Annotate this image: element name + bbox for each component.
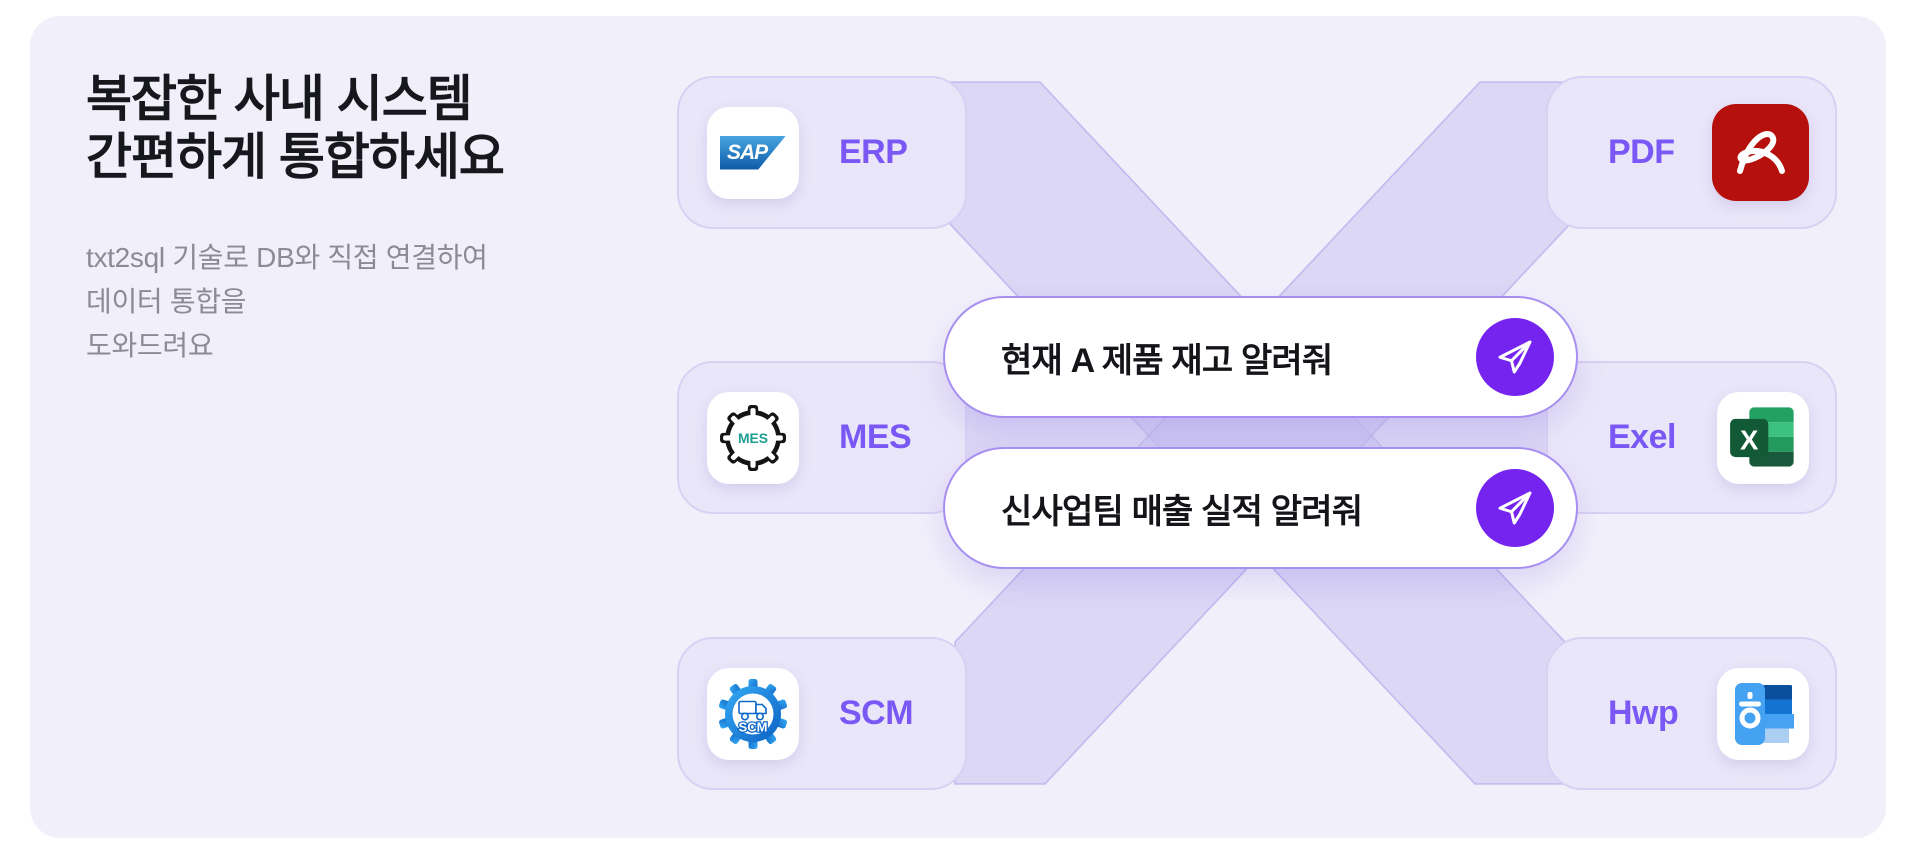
send-button-1[interactable] xyxy=(1476,318,1554,396)
send-button-2[interactable] xyxy=(1476,469,1554,547)
send-icon xyxy=(1498,340,1532,374)
mes-icon-text: MES xyxy=(738,430,768,446)
truck-glyph xyxy=(738,700,767,720)
output-card-hwp: Hwp xyxy=(1546,637,1837,790)
source-label-mes: MES xyxy=(839,418,912,456)
sap-logo-text: SAP xyxy=(727,140,768,164)
excel-x-text: X xyxy=(1740,424,1759,455)
subtitle-line-3: 도와드려요 xyxy=(86,330,214,361)
output-label-pdf: PDF xyxy=(1608,133,1675,171)
subtitle-line-1: txt2sql 기술로 DB와 직접 연결하여 xyxy=(86,242,488,273)
query-text-1: 현재 A 제품 재고 알려줘 xyxy=(1001,341,1333,380)
sap-logo-icon: SAP xyxy=(707,106,799,199)
output-card-exel: Exel X xyxy=(1546,361,1837,514)
query-text-2: 신사업팀 매출 실적 알려줘 xyxy=(1001,492,1363,531)
output-label-exel: Exel xyxy=(1608,418,1676,456)
subtitle: txt2sql 기술로 DB와 직접 연결하여 데이터 통합을 도와드려요 xyxy=(86,236,504,368)
output-label-hwp: Hwp xyxy=(1608,694,1679,732)
title-line-2: 간편하게 통합하세요 xyxy=(86,129,505,185)
hieut-glyph xyxy=(1739,691,1761,728)
adobe-acrobat-icon xyxy=(1712,104,1809,201)
source-label-scm: SCM xyxy=(839,694,914,732)
hwp-icon xyxy=(1717,667,1809,760)
excel-icon: X xyxy=(1717,391,1809,484)
scm-gear-truck-icon: SCM xyxy=(707,667,799,760)
hero-copy: 복잡한 사내 시스템 간편하게 통합하세요 txt2sql 기술로 DB와 직접… xyxy=(86,70,505,368)
subtitle-line-2: 데이터 통합을 xyxy=(86,286,247,317)
page-title: 복잡한 사내 시스템 간편하게 통합하세요 xyxy=(86,70,505,186)
source-card-mes: MES MES xyxy=(677,361,967,514)
query-pill-2[interactable]: 신사업팀 매출 실적 알려줘 xyxy=(943,447,1578,569)
mes-gear-icon: MES xyxy=(707,391,799,484)
source-card-erp: SAP ERP xyxy=(677,76,967,229)
scm-icon-text: SCM xyxy=(739,719,768,734)
title-line-1: 복잡한 사내 시스템 xyxy=(86,71,473,127)
send-icon xyxy=(1498,491,1532,525)
source-label-erp: ERP xyxy=(839,133,908,171)
source-card-scm: SCM SCM xyxy=(677,637,967,790)
output-card-pdf: PDF xyxy=(1546,76,1837,229)
sap-logo-shape: SAP xyxy=(720,135,786,170)
query-pill-1[interactable]: 현재 A 제품 재고 알려줘 xyxy=(943,296,1578,418)
